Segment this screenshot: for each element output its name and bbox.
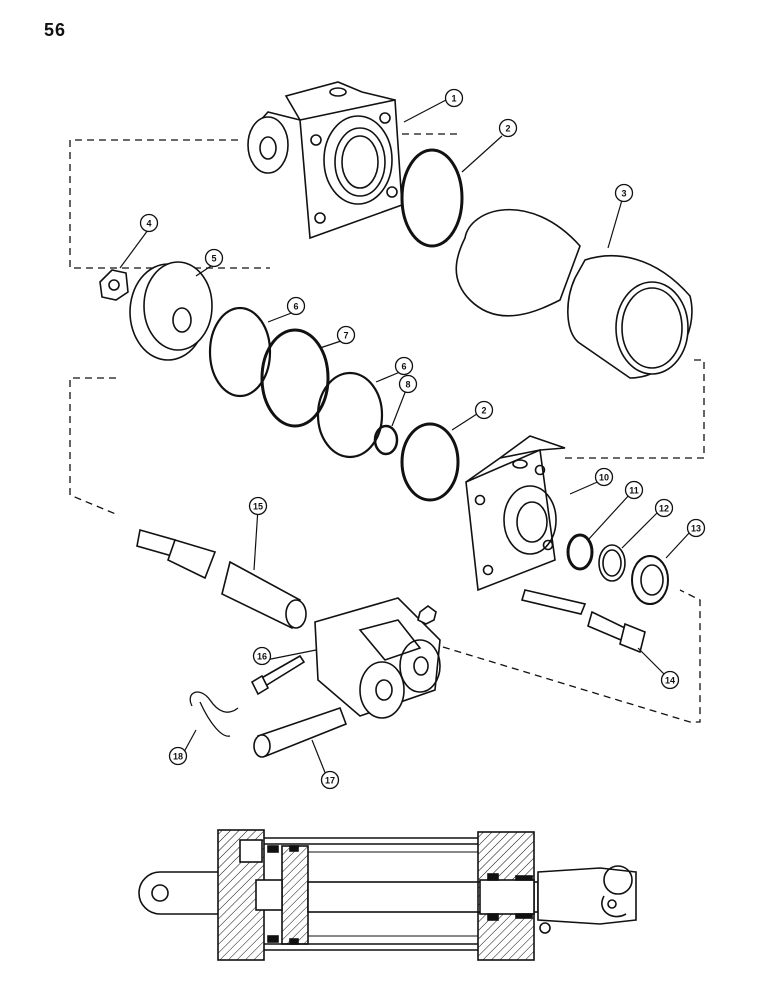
part-7-o-ring (260, 328, 330, 428)
callout-8: 8 (405, 380, 410, 390)
callout-18: 18 (173, 752, 183, 762)
part-8-o-ring (373, 424, 399, 456)
callout-leader-lines (119, 99, 691, 781)
part-2-o-ring-rod-end (400, 422, 460, 502)
part-3-barrel (455, 208, 693, 379)
callout-2: 2 (505, 124, 510, 134)
callout-10: 10 (599, 473, 609, 483)
callout-numbers: 1 2 3 4 5 6 7 6 8 2 10 11 12 13 15 16 17… (146, 94, 701, 786)
callout-6: 6 (293, 302, 298, 312)
part-13-wiper (631, 555, 669, 605)
callout-4: 4 (146, 219, 151, 229)
part-17-clevis-pin (253, 706, 348, 758)
part-11-rod-seal (566, 533, 594, 571)
callout-11: 11 (629, 486, 639, 496)
part-18-hairpin-cotter (189, 691, 239, 737)
callout-6-second: 6 (401, 362, 406, 372)
part-16-clevis (314, 597, 441, 719)
page-number: 56 (44, 20, 67, 40)
callout-3: 3 (621, 189, 626, 199)
part-12-washer (598, 544, 626, 582)
part-15-piston-rod (136, 528, 307, 630)
part-6-wear-ring-second (316, 371, 384, 459)
part-1-butt-end-cap (247, 81, 403, 240)
part-14-tie-bolt (520, 589, 646, 654)
callout-16: 16 (257, 652, 267, 662)
callout-14: 14 (665, 676, 675, 686)
part-4-hex-nut (99, 269, 129, 301)
callout-15: 15 (253, 502, 263, 512)
callout-17: 17 (325, 776, 335, 786)
callout-2-second: 2 (481, 406, 486, 416)
callout-bubbles (139, 88, 706, 790)
callout-13: 13 (691, 524, 701, 534)
callout-5: 5 (211, 254, 216, 264)
callout-7: 7 (343, 331, 348, 341)
assembled-cylinder-cross-section (138, 829, 637, 961)
callout-12: 12 (659, 504, 669, 514)
part-6-wear-ring (208, 306, 272, 398)
part-2-o-ring (400, 148, 464, 248)
callout-1: 1 (451, 94, 456, 104)
part-10-rod-end-cap (465, 435, 566, 592)
part-16-clevis-bolt (250, 654, 306, 696)
part-5-piston (129, 261, 213, 361)
